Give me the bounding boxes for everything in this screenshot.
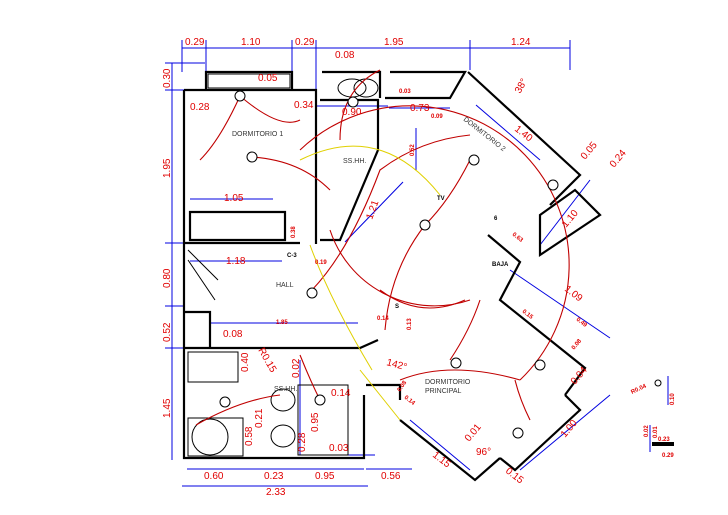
- dim-label: 1.09: [562, 284, 584, 305]
- dim-label: 0.60: [204, 471, 224, 482]
- dim-label: 0.14: [377, 316, 389, 322]
- dim-label: 0.19: [315, 260, 327, 266]
- dim-label: 0.56: [381, 471, 401, 482]
- dim-label: 1.05: [224, 193, 244, 204]
- baja-label: BAJA: [492, 262, 509, 268]
- detail-symbols: [649, 376, 674, 452]
- dim-label: 0.38: [291, 226, 297, 238]
- dim-label: 0.13: [407, 318, 413, 330]
- dim-label: 0.08: [335, 50, 355, 61]
- dim-label: 0.05: [579, 140, 600, 162]
- dim-label: 0.40: [240, 352, 251, 372]
- outlet-label: 6: [494, 216, 498, 222]
- dim-label: 0.10: [670, 393, 676, 405]
- dim-label: 0.63: [511, 232, 524, 244]
- light-icon: [234, 90, 246, 102]
- dim-label: 0.04: [569, 365, 590, 387]
- dim-label: 0.23: [264, 471, 284, 482]
- light-icon: [347, 96, 359, 108]
- light-icon: [219, 396, 231, 408]
- dim-label: 38°: [513, 77, 530, 96]
- light-icon: [512, 427, 524, 439]
- light-icon: [547, 179, 559, 191]
- room-label-principal: PRINCIPAL: [425, 388, 462, 395]
- dim-label: 0.29: [295, 37, 315, 48]
- electrical-wiring: [195, 69, 570, 426]
- dim-label: 0.73: [410, 103, 430, 114]
- room-labels: DORMITORIO 1 SS.HH. DORMITORIO 2 HALL SS…: [232, 116, 509, 395]
- dimension-labels: 0.29 1.10 0.29 1.95 1.24 0.08 0.30 1.95 …: [162, 37, 676, 498]
- dim-label: 0.30: [162, 68, 173, 88]
- dim-label: 0.95: [310, 412, 321, 432]
- light-icon: [314, 394, 326, 406]
- dim-label: 0.03: [399, 89, 411, 95]
- dim-label: 142°: [385, 357, 408, 373]
- dim-label: 0.24: [608, 148, 629, 170]
- dim-label: 0.34: [294, 100, 314, 111]
- dim-label: 0.29: [662, 453, 674, 459]
- dim-label: 0.08: [571, 338, 584, 351]
- dim-label: 0.08: [223, 329, 243, 340]
- dim-label: 0.02: [291, 358, 302, 378]
- dim-label: 0.49: [575, 317, 588, 329]
- light-icon: [534, 359, 546, 371]
- dim-label: 0.80: [162, 268, 173, 288]
- dim-label: R0.15: [255, 346, 278, 375]
- dim-label: 0.01: [463, 422, 484, 444]
- light-fixtures: [219, 90, 559, 439]
- dim-label: 1.95: [162, 158, 173, 178]
- dim-label: 0.14: [331, 388, 351, 399]
- dim-label: 0.09: [431, 114, 443, 120]
- dim-label: 1.95: [384, 37, 404, 48]
- light-icon: [246, 151, 258, 163]
- dim-label: 1.18: [226, 256, 246, 267]
- light-icon: [450, 357, 462, 369]
- light-icon: [468, 154, 480, 166]
- switch-c3-label: C-3: [287, 253, 297, 259]
- dim-label: 0.28: [190, 102, 210, 113]
- dim-label: 96°: [476, 447, 491, 458]
- dim-label: 1.40: [512, 124, 534, 145]
- dim-label: 0.95: [315, 471, 335, 482]
- dim-label: 0.29: [185, 37, 205, 48]
- dim-label: 0.58: [244, 426, 255, 446]
- room-label-hall: HALL: [276, 282, 294, 289]
- light-icon: [419, 219, 431, 231]
- dimension-lines: [165, 40, 611, 487]
- dim-label: 0.15: [503, 466, 525, 487]
- room-label-dormitorio-1: DORMITORIO 1: [232, 131, 283, 138]
- dim-label: 0.23: [658, 437, 670, 443]
- dim-label: 0.02: [644, 425, 650, 437]
- dim-label: 0.01: [653, 426, 659, 438]
- dim-label: 1.85: [276, 320, 288, 326]
- dim-label: 0.52: [410, 144, 416, 156]
- dim-label: 0.03: [329, 443, 349, 454]
- dim-label: 0.14: [403, 395, 416, 407]
- dim-label: 0.52: [162, 322, 173, 342]
- switch-label: S: [395, 304, 399, 310]
- dim-label: 0.90: [342, 107, 362, 118]
- dim-label: 1.10: [560, 208, 581, 230]
- light-icon: [306, 287, 318, 299]
- dim-label: 1.24: [511, 37, 531, 48]
- dim-label: 1.00: [559, 418, 580, 440]
- room-label-dormitorio-principal: DORMITORIO: [425, 379, 471, 386]
- room-label-sshh-upper: SS.HH.: [343, 158, 366, 165]
- dim-label: 0.21: [254, 408, 265, 428]
- dim-label: 0.28: [297, 432, 308, 452]
- room-label-sshh-lower: SS.HH.: [274, 386, 297, 393]
- dim-label: 0.08: [397, 380, 409, 394]
- dim-label: 0.05: [258, 73, 278, 84]
- dim-label: 1.45: [162, 398, 173, 418]
- dim-label: 1.10: [241, 37, 261, 48]
- dim-label: R0.04: [630, 383, 648, 395]
- tv-outlet-label: TV: [437, 196, 445, 202]
- dim-label: 2.33: [266, 487, 286, 498]
